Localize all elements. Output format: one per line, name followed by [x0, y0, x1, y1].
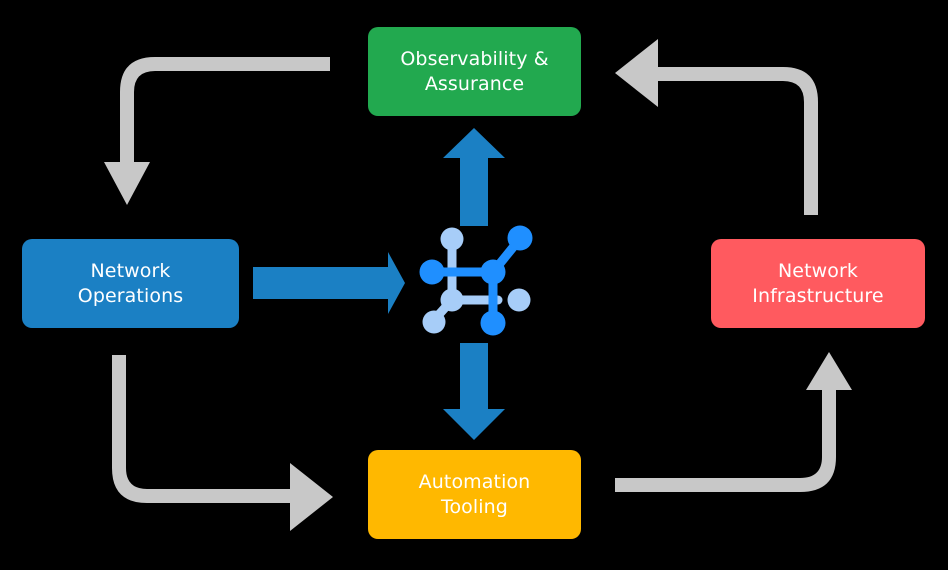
arrow-operations-to-center — [253, 252, 405, 314]
arrow-observability-to-operations — [104, 57, 330, 205]
node-automation-tooling-label: Automation Tooling — [418, 471, 531, 518]
node-observability-assurance[interactable]: Observability & Assurance — [368, 27, 581, 116]
arrow-center-to-observability — [443, 128, 505, 226]
arrow-center-to-automation — [443, 343, 505, 440]
node-network-operations-label: Network Operations — [77, 260, 184, 307]
node-network-operations[interactable]: Network Operations — [22, 239, 239, 328]
arrow-operations-to-automation — [112, 355, 333, 531]
network-topology-icon — [419, 225, 533, 336]
node-network-infrastructure-label: Network Infrastructure — [752, 260, 884, 307]
node-network-infrastructure[interactable]: Network Infrastructure — [711, 239, 925, 328]
node-observability-label: Observability & Assurance — [400, 48, 549, 95]
node-automation-tooling[interactable]: Automation Tooling — [368, 450, 581, 539]
arrow-infrastructure-to-observability — [615, 39, 818, 215]
arrow-automation-to-infrastructure — [615, 352, 852, 492]
